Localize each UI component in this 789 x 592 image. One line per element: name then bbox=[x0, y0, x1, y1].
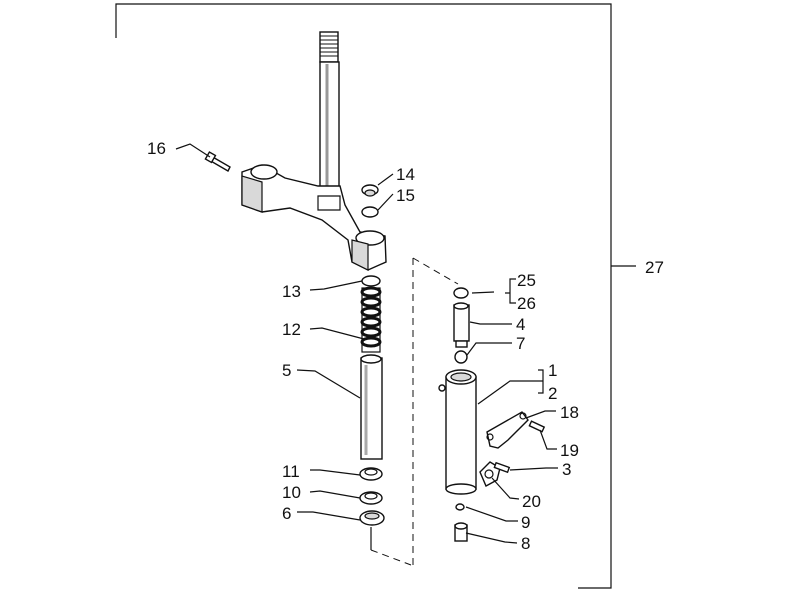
part-13 bbox=[361, 275, 381, 287]
label-27: 27 bbox=[645, 258, 664, 277]
part-9 bbox=[455, 503, 465, 511]
label-7: 7 bbox=[516, 334, 525, 353]
triple-clamp bbox=[241, 164, 387, 271]
label-1: 1 bbox=[548, 361, 557, 380]
part-7 bbox=[454, 350, 468, 364]
label-20: 20 bbox=[522, 492, 541, 511]
rod-4 bbox=[453, 302, 470, 348]
label-5: 5 bbox=[282, 361, 291, 380]
label-16: 16 bbox=[147, 139, 166, 158]
tube-1-2 bbox=[438, 369, 477, 495]
assembly-guide bbox=[370, 257, 459, 566]
assembly-bracket bbox=[115, 3, 612, 589]
steering-stem bbox=[319, 31, 340, 191]
washer-6 bbox=[359, 510, 385, 526]
tube-5 bbox=[360, 354, 383, 460]
label-13: 13 bbox=[282, 282, 301, 301]
label-9: 9 bbox=[521, 513, 530, 532]
bolt-19 bbox=[528, 420, 546, 433]
label-19: 19 bbox=[560, 441, 579, 460]
spring-12 bbox=[360, 286, 382, 353]
label-2: 2 bbox=[548, 384, 557, 403]
leader-lines bbox=[175, 143, 558, 544]
label-8: 8 bbox=[521, 534, 530, 553]
washer-10 bbox=[359, 491, 383, 505]
label-10: 10 bbox=[282, 483, 301, 502]
label-3: 3 bbox=[562, 460, 571, 479]
label-25: 25 bbox=[517, 271, 536, 290]
label-15: 15 bbox=[396, 186, 415, 205]
label-6: 6 bbox=[282, 504, 291, 523]
bolt-8 bbox=[454, 522, 468, 542]
washer-11 bbox=[359, 467, 383, 481]
part-25-26 bbox=[453, 287, 469, 299]
label-14: 14 bbox=[396, 165, 415, 184]
bracket-18 bbox=[486, 411, 529, 449]
label-4: 4 bbox=[516, 315, 525, 334]
label-26: 26 bbox=[517, 294, 536, 313]
part-15 bbox=[361, 206, 379, 218]
bolt-16 bbox=[204, 151, 231, 172]
bolt-3 bbox=[493, 461, 511, 474]
label-18: 18 bbox=[560, 403, 579, 422]
label-12: 12 bbox=[282, 320, 301, 339]
label-11: 11 bbox=[282, 462, 300, 481]
